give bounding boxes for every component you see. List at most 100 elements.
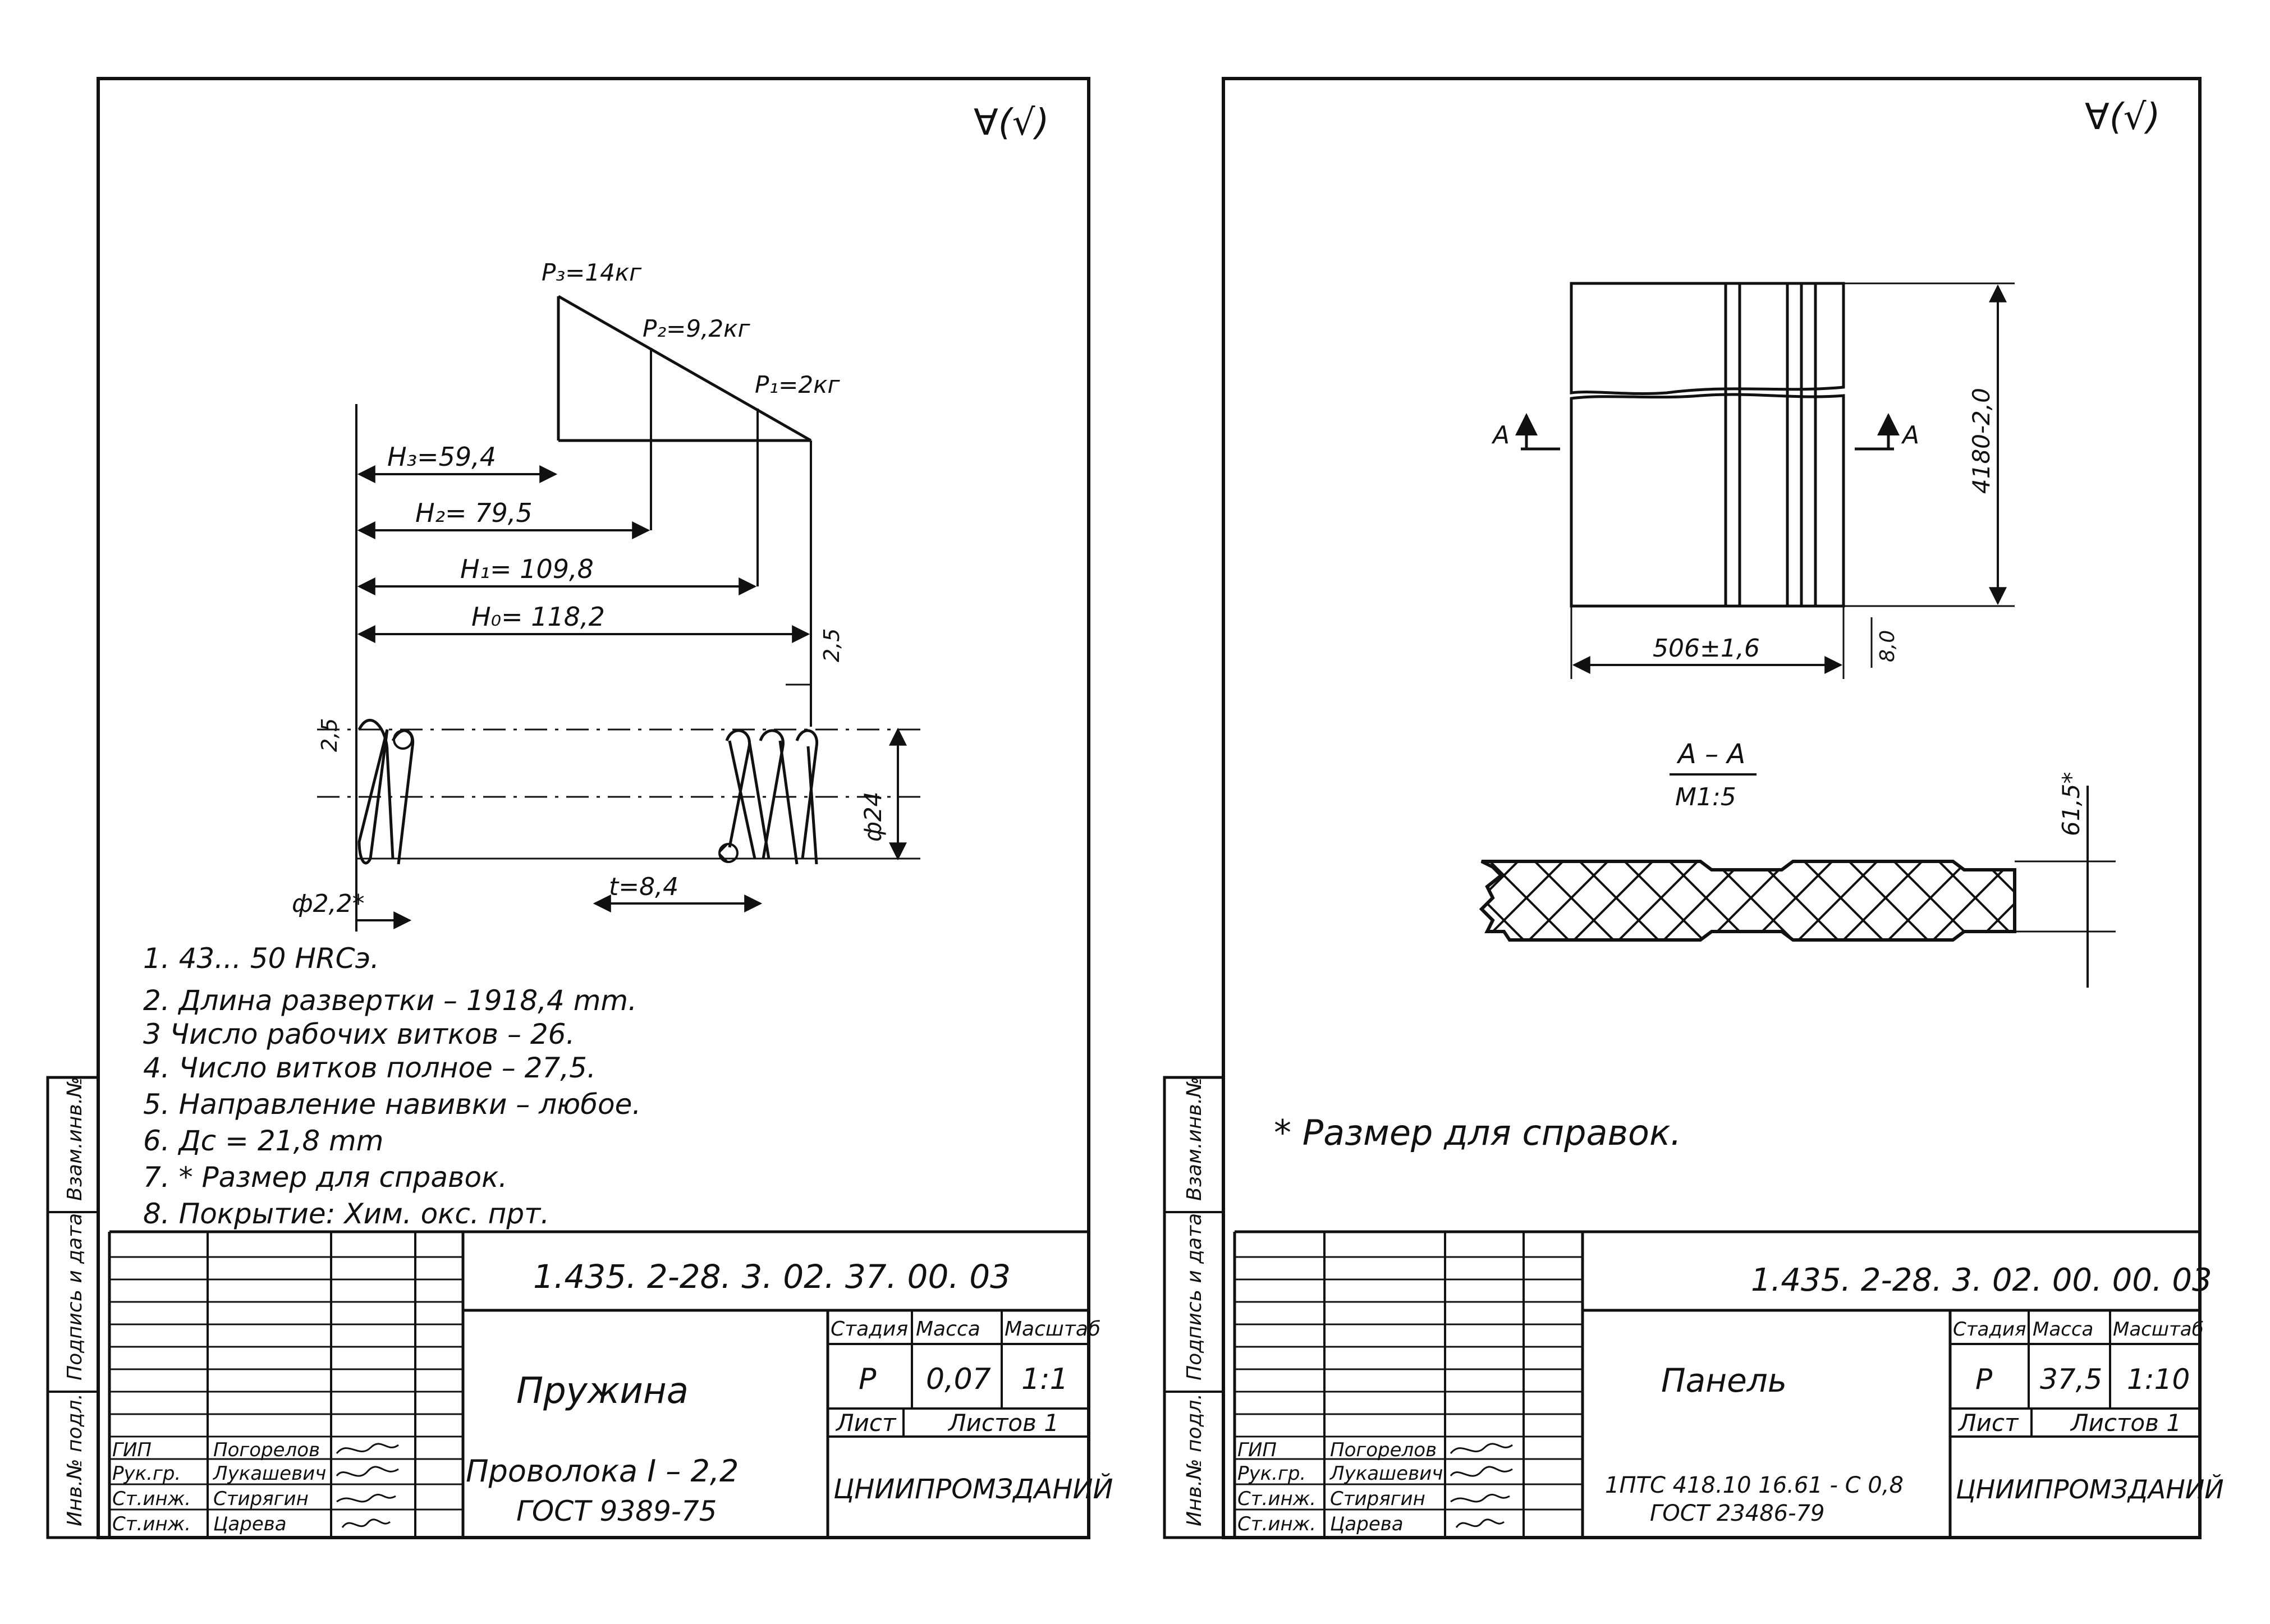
note-6: 6. Дс = 21,8 mm [143,1125,383,1157]
left-role-0: ГИП [112,1439,152,1461]
left-signature-0 [336,1443,399,1454]
right-note: * Размер для справок. [1274,1112,1681,1153]
left-person-0: Погорелов [213,1439,320,1461]
left-sheet-label: Лист [835,1409,897,1437]
left-header-mass: Масса [916,1318,980,1341]
right-organization: ЦНИИПРОМЗДАНИЙ [1956,1474,2224,1504]
dim-right-small: 8,0 [1876,630,1899,662]
dim-h1: H₁= 109,8 [460,554,594,584]
left-role-1: Рук.гр. [112,1462,181,1485]
force-diagram: P₃=14кг P₂=9,2кг P₁=2кг [355,259,840,932]
right-standard: ГОСТ 23486-79 [1650,1501,1824,1526]
note-4: 4. Число витков полное – 27,5. [143,1052,596,1084]
left-sheet: ∀(√) P₃=14кг P₂=9,2кг P₁=2кг H₃=59,4 H₂=… [46,77,1113,1539]
right-person-0: Погорелов [1330,1439,1437,1461]
left-standard: ГОСТ 9389-75 [516,1495,717,1527]
dim-section-thickness: 61,5* [2057,772,2085,836]
left-side-strip: Инв.№ подл. Подпись и дата Взам.инв.№ [46,1076,100,1539]
note-7: 7. * Размер для справок. [143,1161,507,1194]
right-header-mass: Масса [2033,1318,2093,1341]
spring-drawing: ф24 2,5 ф2,2* t=8,4 [292,718,920,929]
force-p2-label: P₂=9,2кг [643,315,751,342]
note-8: 8. Покрытие: Хим. окс. прт. [143,1198,549,1230]
left-frame [97,77,1090,1539]
right-material: 1ПТС 418.10 16.61 - С 0,8 [1605,1472,1904,1498]
panel-view: А А 4180-2,0 506±1,6 8,0 [1491,282,2015,679]
right-signature-1 [1450,1466,1513,1477]
left-header-scale: Масштаб [1005,1318,1100,1341]
right-value-scale: 1:10 [2127,1363,2190,1396]
right-roughness-mark: ∀(√) [2085,97,2161,138]
right-sheets-label: Листов 1 [2070,1409,2181,1437]
left-header-stage: Стадия [831,1318,908,1341]
left-side-label-1: Подпись и дата [63,1213,86,1380]
left-roughness-mark: ∀(√) [974,102,1049,144]
force-p1-label: P₁=2кг [755,371,840,398]
dim-h2: H₂= 79,5 [415,498,533,528]
dim-outer-diameter: ф24 [859,792,887,842]
dim-h3: H₃=59,4 [387,442,496,472]
right-side-label-0: Инв.№ подл. [1183,1393,1206,1526]
left-person-2: Стирягин [213,1488,309,1510]
left-person-3: Царева [213,1513,287,1535]
right-title-block: 1.435. 2-28. 3. 02. 00. 00. 03 Панель 1П… [1233,1230,2224,1538]
right-signature-2 [1450,1494,1510,1503]
left-signature-1 [336,1466,399,1477]
right-signature-3 [1455,1519,1505,1528]
right-value-mass: 37,5 [2040,1363,2102,1396]
right-part-name: Панель [1661,1361,1787,1400]
right-role-1: Рук.гр. [1237,1462,1306,1485]
right-person-1: Лукашевич [1329,1462,1443,1485]
left-organization: ЦНИИПРОМЗДАНИЙ [833,1473,1113,1505]
note-5: 5. Направление навивки – любое. [143,1088,641,1121]
dim-panel-height: 4180-2,0 [1968,388,1995,494]
right-signature-0 [1450,1443,1513,1454]
section-profile [1479,860,2016,942]
dim-h0: H₀= 118,2 [471,602,605,632]
note-3: 3 Число рабочих витков – 26. [143,1018,575,1050]
note-2: 2. Длина развертки – 1918,4 mm. [143,984,637,1017]
right-value-stage: Р [1975,1363,1993,1396]
left-signature-3 [341,1519,391,1528]
right-header-scale: Масштаб [2113,1318,2204,1341]
left-role-2: Ст.инж. [112,1488,191,1510]
section-title: А – А [1676,738,1745,770]
right-header-stage: Стадия [1953,1318,2026,1341]
left-material: Проволока I – 2,2 [466,1453,739,1489]
dim-pitch: t=8,4 [609,873,678,901]
height-dimensions: H₃=59,4 H₂= 79,5 H₁= 109,8 H₀= 118,2 2,5 [357,442,844,686]
right-sheet-label: Лист [1957,1409,2019,1437]
left-doc-code: 1.435. 2-28. 3. 02. 37. 00. 03 [533,1258,1011,1296]
left-side-label-0: Инв.№ подл. [63,1393,86,1526]
dim-wire-diameter: ф2,2* [292,889,365,918]
right-side-label-2: Взам.инв.№ [1183,1076,1206,1201]
right-person-3: Царева [1330,1513,1404,1535]
right-doc-code: 1.435. 2-28. 3. 02. 00. 00. 03 [1751,1262,2212,1299]
right-sheet: ∀(√) А А 4180-2,0 506± [1163,77,2224,1539]
right-role-3: Ст.инж. [1237,1513,1316,1535]
left-title-block: 1.435. 2-28. 3. 02. 37. 00. 03 Пружина П… [108,1230,1113,1538]
section-mark-right: А [1901,421,1919,449]
force-p3-label: P₃=14кг [542,259,642,286]
left-value-mass: 0,07 [926,1362,991,1396]
spring-notes: 1. 43... 50 HRCэ. 2. Длина развертки – 1… [143,942,641,1230]
left-value-stage: Р [859,1362,877,1396]
right-role-0: ГИП [1237,1439,1277,1461]
left-person-1: Лукашевич [212,1462,326,1485]
right-side-strip: Инв.№ подл. Подпись и дата Взам.инв.№ [1163,1076,1225,1539]
left-role-3: Ст.инж. [112,1513,191,1535]
dim-gap-top: 2,5 [819,629,844,662]
section-mark-left: А [1491,421,1510,449]
section-a-a: А – А М1:5 61,5* [1479,738,2116,988]
right-role-2: Ст.инж. [1237,1488,1316,1510]
left-value-scale: 1:1 [1021,1362,1068,1396]
left-sheets-label: Листов 1 [947,1409,1059,1437]
left-signature-2 [336,1494,396,1503]
dim-panel-width: 506±1,6 [1653,634,1760,663]
dim-gap-left: 2,5 [317,718,342,752]
section-scale: М1:5 [1675,783,1736,811]
note-1: 1. 43... 50 HRCэ. [143,942,379,975]
right-frame [1222,77,2202,1539]
right-person-2: Стирягин [1330,1488,1425,1510]
